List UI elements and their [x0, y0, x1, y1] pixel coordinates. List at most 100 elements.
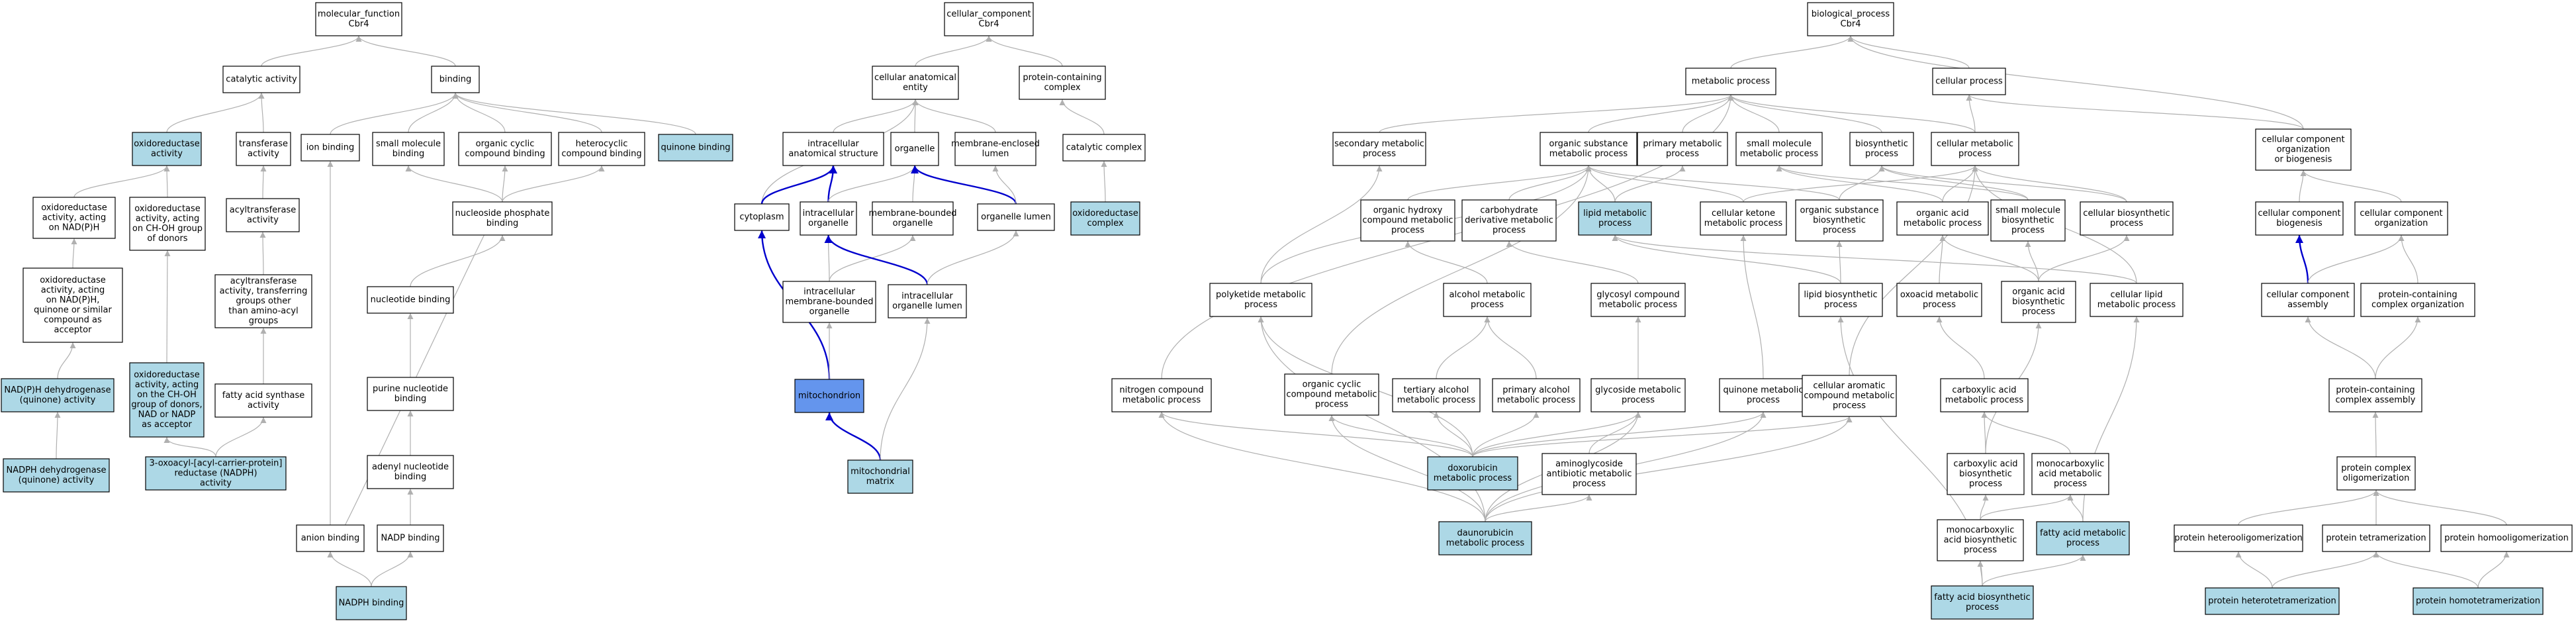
term-box [734, 203, 790, 231]
term-label-line: NAD or NADP [138, 410, 196, 420]
term-label-line: lumen [982, 149, 1009, 159]
relation-edge [1484, 316, 1537, 379]
term-box [1990, 199, 2066, 242]
term-label-line: metabolic process [1740, 149, 1819, 159]
term-label-line: binding [486, 218, 518, 228]
term-box [890, 132, 939, 166]
relation-edge [452, 92, 696, 135]
relation-edge [1727, 94, 1976, 133]
term-label-line: compound binding [465, 149, 545, 159]
term-box [1896, 201, 1989, 236]
term-label-line: binding [394, 394, 426, 404]
relation-edge [1472, 411, 1767, 457]
go-term-protein-tetra: protein tetramerization [2322, 524, 2430, 552]
term-label-line: small molecule [1996, 206, 2060, 216]
relation-edge [1328, 414, 1486, 522]
term-label-line: cellular component [2262, 135, 2344, 145]
go-term-nadp-binding: NADP binding [377, 524, 444, 552]
term-label-line: metabolic process [1497, 395, 1576, 405]
term-box [431, 66, 480, 93]
term-label-line: biosynthetic [2001, 216, 2054, 226]
relation-edge [1982, 554, 2086, 587]
term-label-line: organization [2277, 145, 2330, 155]
term-box [872, 201, 954, 236]
relation-edge [371, 551, 414, 587]
term-box [214, 383, 312, 418]
term-label-line: entity [903, 83, 928, 93]
term-label-line: NADP binding [381, 534, 439, 544]
term-label-line: process [1964, 546, 1997, 555]
relation-edge [1839, 165, 1885, 201]
term-box [367, 377, 454, 411]
term-box [2413, 587, 2544, 615]
relation-edge [912, 99, 996, 133]
term-label-line: transferase [239, 139, 288, 149]
term-label-line: quinone or similar [34, 305, 112, 315]
term-box [296, 524, 365, 552]
term-label-line: process [1958, 149, 1992, 159]
term-label-line: process [1666, 149, 1699, 159]
relation-edge [2477, 551, 2510, 589]
term-label-line: activity, transferring [220, 287, 308, 297]
term-label-line: small molecule [1747, 139, 1812, 149]
term-label-line: metabolic process [1123, 395, 1201, 405]
term-box [1392, 378, 1481, 412]
relation-edge [1433, 411, 1473, 457]
term-box [1062, 134, 1146, 162]
term-box [1798, 283, 1883, 317]
go-term-binding: binding [431, 66, 480, 93]
relation-edge [1740, 234, 1764, 379]
term-box [944, 2, 1034, 36]
term-label-line: organic acid [2012, 287, 2064, 297]
term-label-line: of donors [147, 234, 187, 244]
term-box [1590, 283, 1686, 317]
term-box [1735, 132, 1823, 166]
term-box [800, 201, 857, 236]
term-label-line: process [2011, 226, 2045, 236]
relation-edge [71, 238, 77, 269]
term-label-line: monocarboxylic [2037, 459, 2105, 469]
term-label-line: compound as [44, 315, 102, 325]
relation-edge [1849, 165, 1978, 376]
term-label-line: complex [1087, 218, 1123, 228]
term-label-line: process [1244, 300, 1277, 310]
go-term-cytoplasm: cytoplasm [734, 203, 790, 231]
term-label-line: purine nucleotide [373, 384, 448, 394]
term-label-line: metabolic process [1434, 473, 1512, 483]
term-label-line: organic hydroxy [1373, 206, 1443, 216]
term-label-line: biosynthetic [1813, 216, 1866, 226]
relation-edge [2272, 551, 2379, 589]
relation-edge [915, 35, 992, 67]
term-box [129, 362, 205, 438]
term-label-line: oxidoreductase [40, 275, 106, 285]
term-label-line: oxidoreductase [134, 204, 201, 214]
relation-edge [1472, 411, 1540, 457]
term-label-line: catalytic complex [1066, 143, 1142, 153]
relation-edge [1727, 94, 1882, 133]
term-box [1209, 283, 1312, 317]
term-label-line: carboxylic acid [1952, 385, 2016, 395]
term-label-line: process [1969, 479, 2002, 489]
relation-edge [2025, 240, 2039, 282]
term-label-line: NADPH dehydrogenase [6, 465, 106, 475]
relation-edge [2307, 234, 2405, 284]
relation-edge [2238, 489, 2379, 526]
term-label-line: or biogenesis [2275, 155, 2332, 165]
relation-edge [1966, 94, 2304, 130]
term-label-line: antibiotic metabolic [1546, 469, 1632, 479]
term-box [2090, 283, 2184, 317]
term-box [372, 132, 445, 166]
term-label-line: activity [151, 149, 183, 159]
term-label-line: protein heterooligomerization [2174, 534, 2302, 544]
term-label-line: lipid metabolic [1583, 209, 1647, 218]
